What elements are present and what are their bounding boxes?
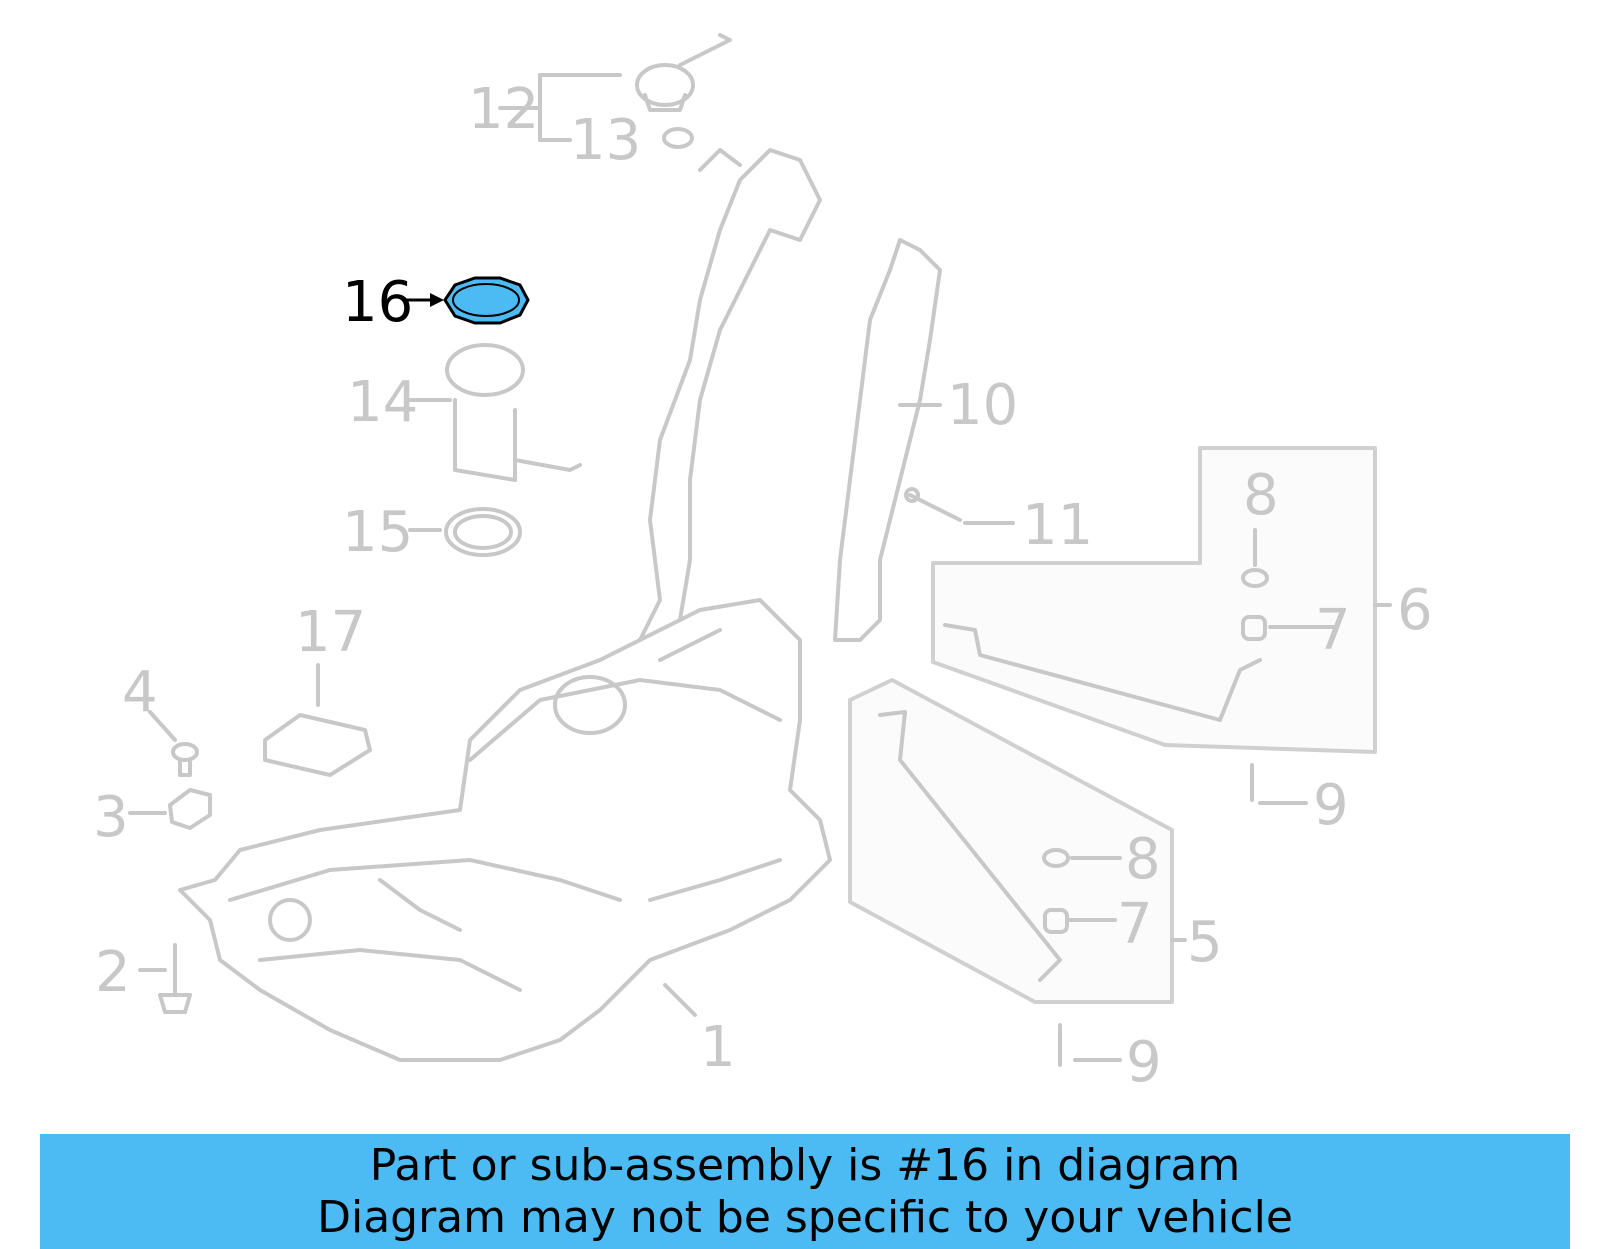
banner-part-line: Part or sub-assembly is #16 in diagram <box>369 1139 1241 1191</box>
pad-part-3 <box>168 788 212 830</box>
callout-3: 3 <box>93 785 129 850</box>
callout-17: 17 <box>295 600 367 665</box>
callout-7-upper: 7 <box>1315 598 1351 663</box>
callout-10: 10 <box>947 373 1019 438</box>
filler-neck-part-10-pipe <box>638 148 822 642</box>
callout-16-highlighted: 16 <box>342 270 414 335</box>
callout-4: 4 <box>122 660 158 725</box>
callout-9-lower: 9 <box>1126 1030 1162 1095</box>
callout-11: 11 <box>1022 493 1094 558</box>
banner-disclaimer-line: Diagram may not be specific to your vehi… <box>317 1191 1293 1243</box>
callout-5: 5 <box>1187 910 1223 975</box>
fasteners-parts-7-8-9 <box>1042 568 1269 1067</box>
pump-part-14 <box>445 343 582 482</box>
callout-15: 15 <box>342 500 414 565</box>
seal-part-13 <box>662 127 694 149</box>
callout-13: 13 <box>570 108 642 173</box>
callout-12: 12 <box>468 77 540 142</box>
bolt-part-2 <box>158 943 192 1014</box>
callout-14: 14 <box>347 370 419 435</box>
gasket-part-15 <box>444 507 522 557</box>
callout-7-lower: 7 <box>1117 892 1153 957</box>
highlighted-part-16 <box>405 276 530 325</box>
info-banner: Part or sub-assembly is #16 in diagram D… <box>40 1134 1570 1249</box>
cap-part-12 <box>635 33 732 112</box>
callout-6: 6 <box>1397 578 1433 643</box>
bracket-part-10 <box>833 238 942 642</box>
callout-2: 2 <box>95 940 131 1005</box>
module-part-17 <box>263 713 372 777</box>
fuel-tank-part-1 <box>178 598 832 1062</box>
strap-assembly-part-6-box <box>931 446 1377 754</box>
callout-1: 1 <box>700 1015 736 1080</box>
callout-8-lower: 8 <box>1125 827 1161 892</box>
callout-8-upper: 8 <box>1243 463 1279 528</box>
callout-9-upper: 9 <box>1313 773 1349 838</box>
bolt-part-11 <box>904 487 962 522</box>
leader-arrows <box>128 73 1392 1062</box>
clip-part-4 <box>171 742 199 777</box>
